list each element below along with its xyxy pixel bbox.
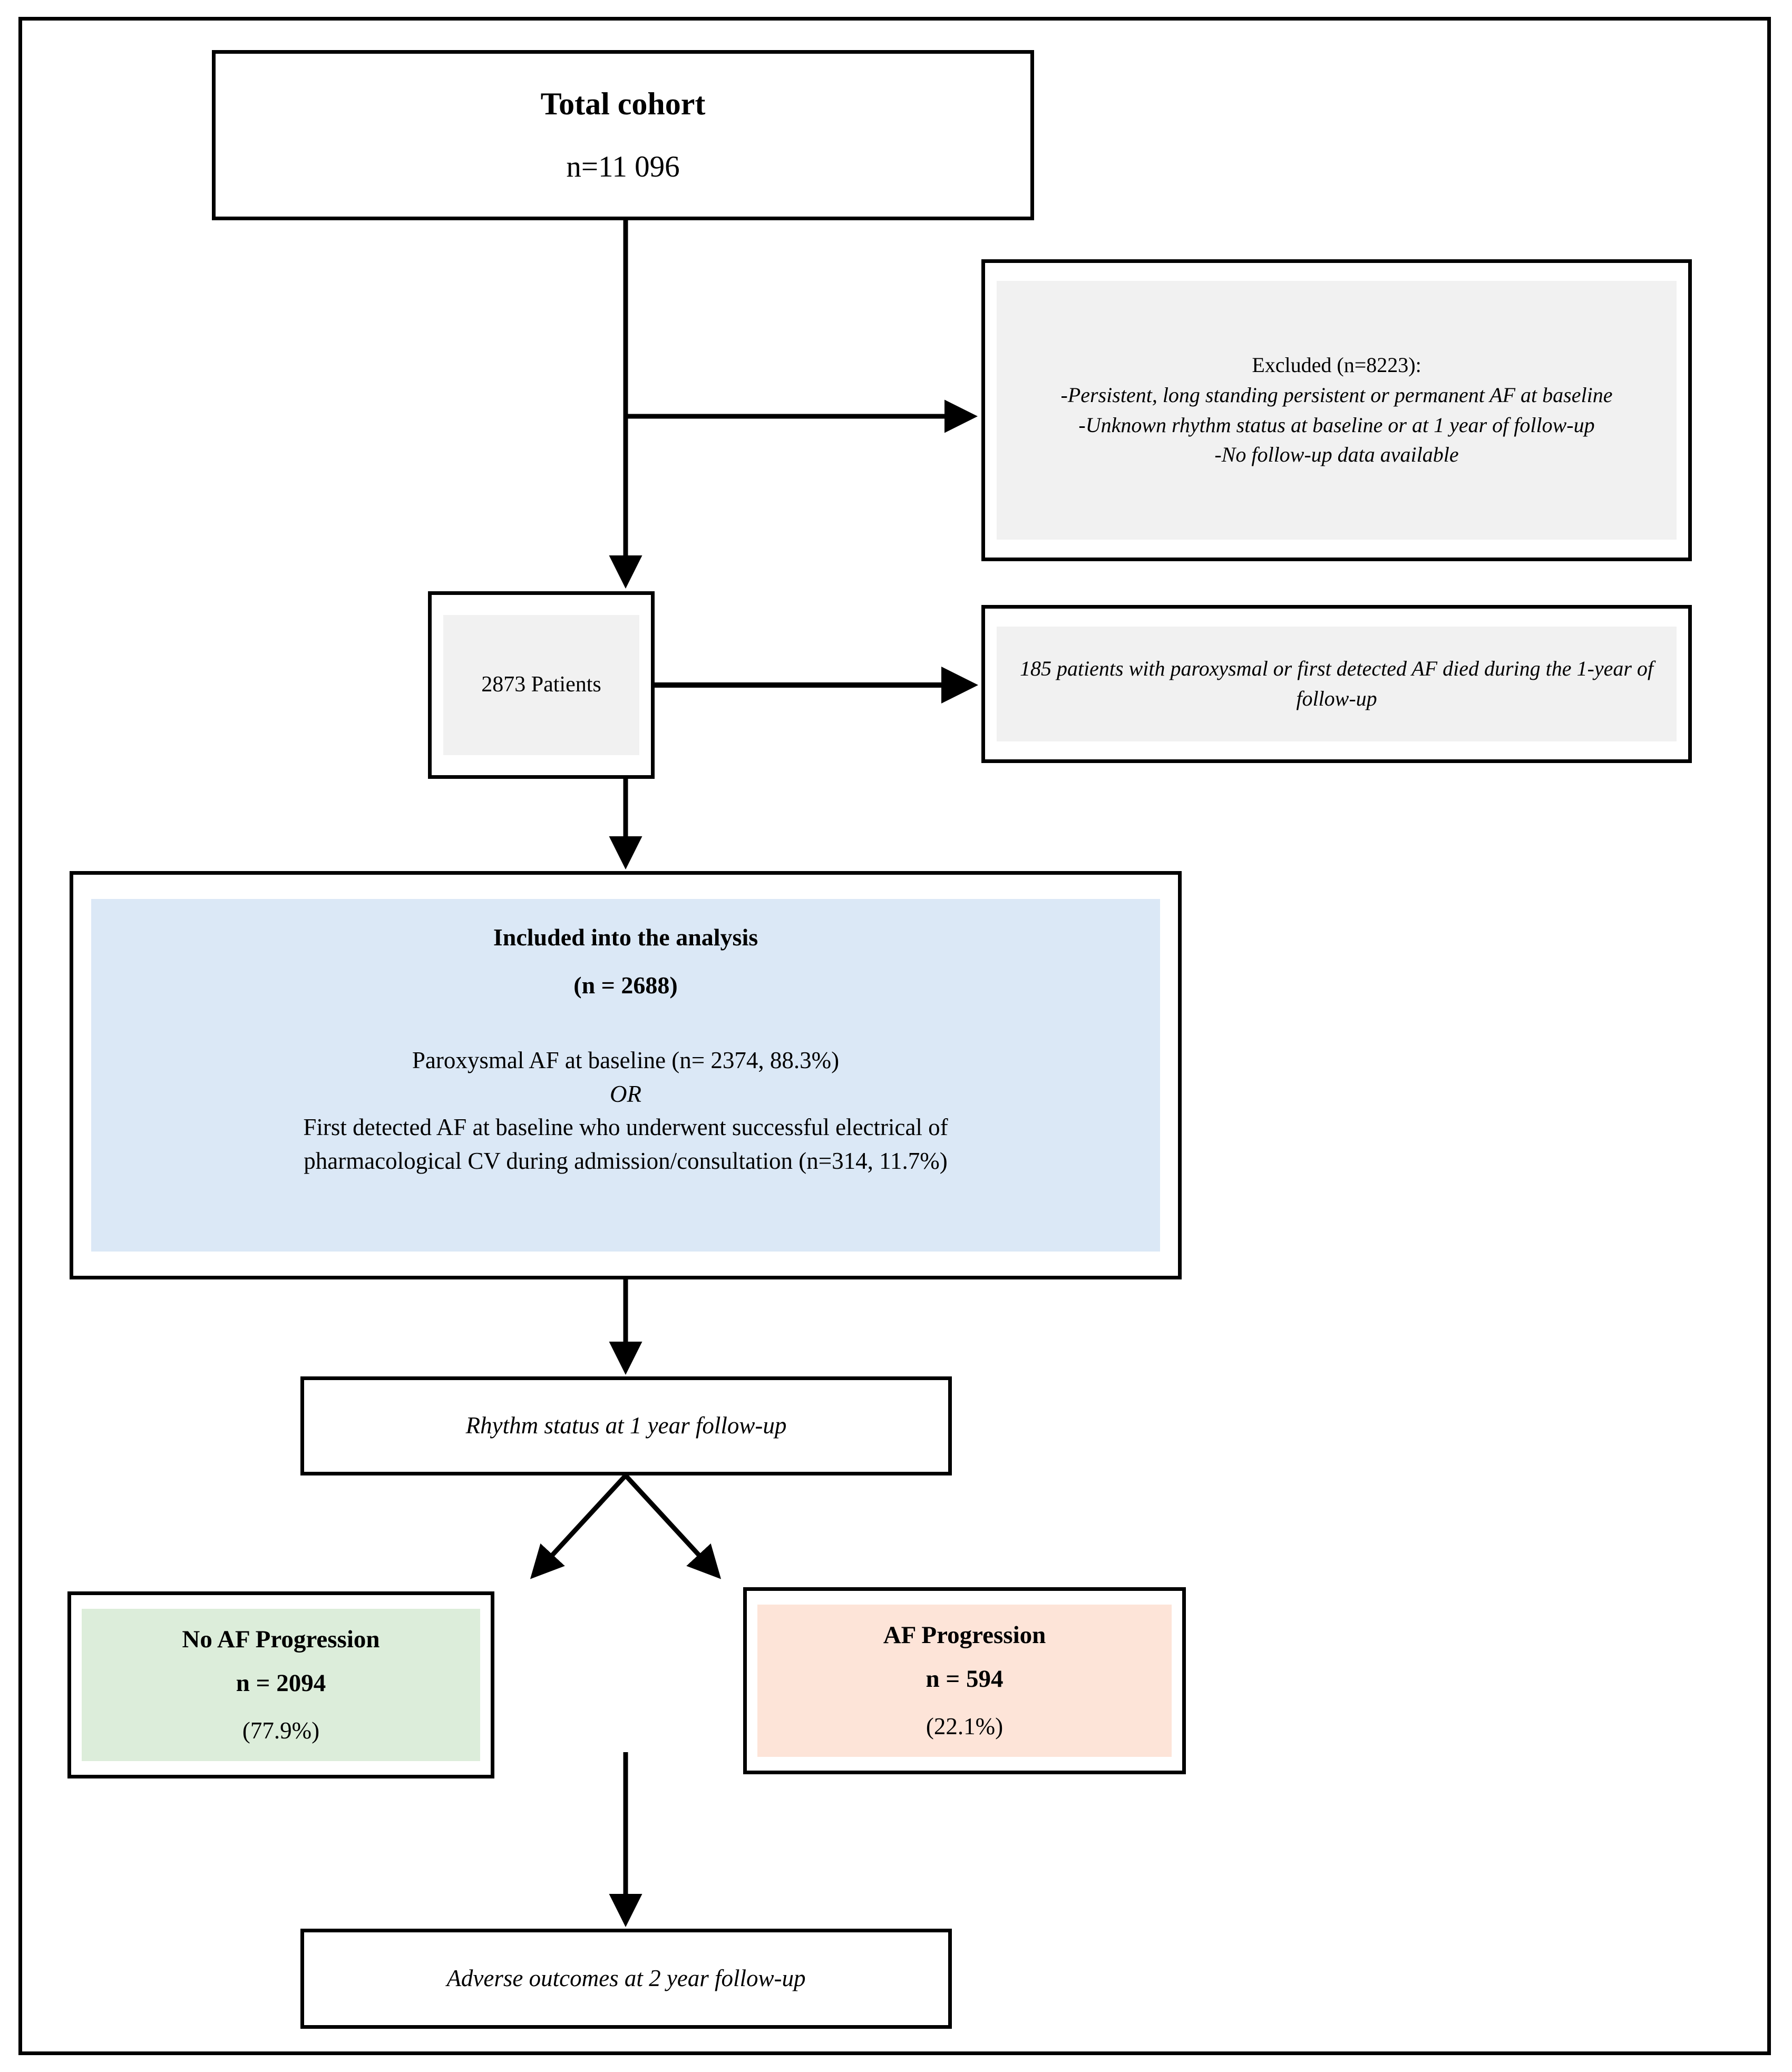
node-af-progression: AF Progression n = 594 (22.1%) (743, 1587, 1186, 1774)
node-total-cohort-body: Total cohort n=11 096 (216, 82, 1030, 188)
node-died-during-followup: 185 patients with paroxysmal or first de… (981, 605, 1692, 763)
no-progression-title: No AF Progression (182, 1625, 380, 1653)
excluded-heading: Excluded (n=8223): (1252, 353, 1421, 377)
node-adverse-outcomes-body: Adverse outcomes at 2 year follow-up (304, 1962, 948, 1996)
node-no-af-progression-body: No AF Progression n = 2094 (77.9%) (82, 1609, 480, 1761)
included-or-connector: OR (610, 1080, 641, 1107)
node-excluded: Excluded (n=8223): -Persistent, long sta… (981, 259, 1692, 561)
progression-percent: (22.1%) (926, 1713, 1004, 1740)
node-patients: 2873 Patients (428, 591, 655, 779)
died-text: 185 patients with paroxysmal or first de… (1019, 657, 1654, 710)
progression-title: AF Progression (883, 1621, 1046, 1649)
node-included-into-analysis: Included into the analysis (n = 2688) Pa… (70, 871, 1182, 1279)
total-cohort-title: Total cohort (540, 86, 706, 122)
rhythm-status-label: Rhythm status at 1 year follow-up (465, 1412, 787, 1439)
node-no-af-progression: No AF Progression n = 2094 (77.9%) (67, 1591, 494, 1778)
excluded-reason-1: -Persistent, long standing persistent or… (1060, 383, 1613, 407)
node-rhythm-status: Rhythm status at 1 year follow-up (300, 1376, 952, 1475)
node-adverse-outcomes: Adverse outcomes at 2 year follow-up (300, 1929, 952, 2029)
patients-label: 2873 Patients (481, 672, 601, 697)
node-included-body: Included into the analysis (n = 2688) Pa… (91, 899, 1160, 1252)
excluded-reason-3: -No follow-up data available (1214, 443, 1459, 467)
node-died-body: 185 patients with paroxysmal or first de… (997, 627, 1677, 741)
included-count: (n = 2688) (573, 972, 678, 999)
included-heading: Included into the analysis (493, 924, 758, 951)
node-patients-body: 2873 Patients (443, 615, 639, 755)
node-excluded-body: Excluded (n=8223): -Persistent, long sta… (997, 281, 1677, 540)
total-cohort-count: n=11 096 (566, 150, 680, 183)
included-criterion-2-line-2: pharmacological CV during admission/cons… (304, 1148, 948, 1175)
node-total-cohort: Total cohort n=11 096 (212, 50, 1034, 220)
progression-count: n = 594 (926, 1665, 1004, 1693)
excluded-reason-2: -Unknown rhythm status at baseline or at… (1078, 413, 1595, 437)
adverse-outcomes-label: Adverse outcomes at 2 year follow-up (446, 1965, 806, 1992)
node-rhythm-status-body: Rhythm status at 1 year follow-up (304, 1409, 948, 1443)
no-progression-percent: (77.9%) (242, 1717, 320, 1744)
no-progression-count: n = 2094 (236, 1669, 326, 1697)
included-criterion-1: Paroxysmal AF at baseline (n= 2374, 88.3… (412, 1047, 840, 1073)
node-af-progression-body: AF Progression n = 594 (22.1%) (757, 1605, 1172, 1757)
included-criterion-2-line-1: First detected AF at baseline who underw… (303, 1114, 948, 1141)
